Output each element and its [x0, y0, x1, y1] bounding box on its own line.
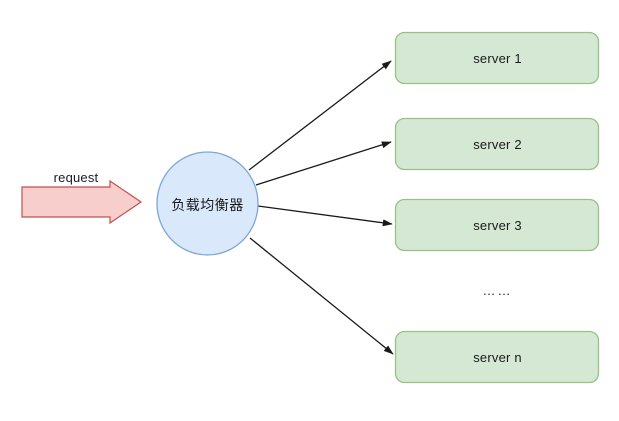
connector-to-server-n [249, 237, 394, 355]
connector-to-server-2 [255, 141, 392, 186]
server-box-2[interactable] [394, 117, 600, 171]
connector-to-server-1 [248, 60, 392, 171]
server-box-n[interactable] [394, 330, 600, 384]
server-box-3[interactable] [394, 198, 600, 252]
load-balancer-node[interactable] [156, 151, 259, 256]
connector-to-server-3 [257, 205, 393, 227]
server-box-1[interactable] [394, 31, 600, 85]
request-arrow-icon [21, 179, 143, 225]
